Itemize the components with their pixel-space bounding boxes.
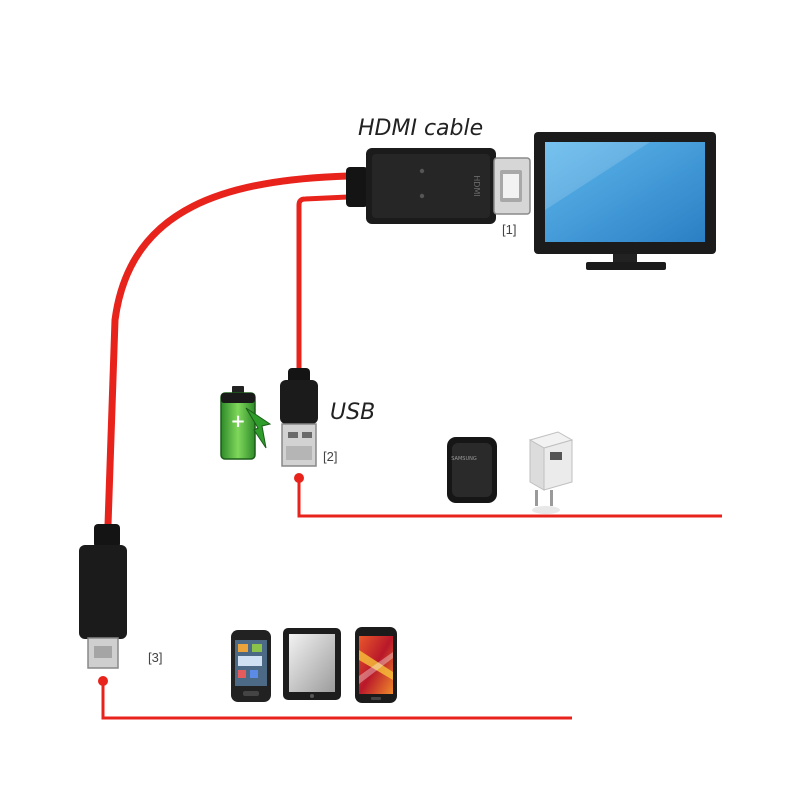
hdmi-logo-text: HDMI [472, 175, 481, 196]
reference-label-1: [1] [502, 222, 517, 237]
usb-power-adapter-icon [528, 431, 574, 514]
reference-label-3: [3] [148, 650, 163, 665]
micro-usb-lead-dot [98, 676, 108, 686]
reference-label-2: [2] [323, 449, 338, 464]
hdmi-connector: HDMI [346, 148, 531, 224]
smartphone-icon-1 [231, 630, 271, 702]
cables [98, 172, 722, 720]
smartphone-icon-2 [355, 627, 397, 703]
cable-to-usb [296, 194, 351, 371]
cable-to-micro-usb [104, 172, 352, 529]
wall-charger-icon: SAMSUNG [447, 437, 497, 503]
usb-lead-line [297, 478, 722, 518]
usb-connector [280, 368, 318, 467]
usb-lead-dot [294, 473, 304, 483]
svg-text:+: + [230, 411, 245, 432]
battery-charging-icon: + [220, 386, 272, 460]
monitor-icon [534, 132, 716, 270]
micro-usb-lead-line [101, 681, 572, 720]
charger-brand-text: SAMSUNG [451, 456, 477, 462]
tablet-icon [283, 628, 341, 700]
micro-usb-connector [79, 524, 127, 669]
usb-label: USB [330, 400, 376, 425]
hdmi-cable-label: HDMI cable [358, 116, 484, 141]
